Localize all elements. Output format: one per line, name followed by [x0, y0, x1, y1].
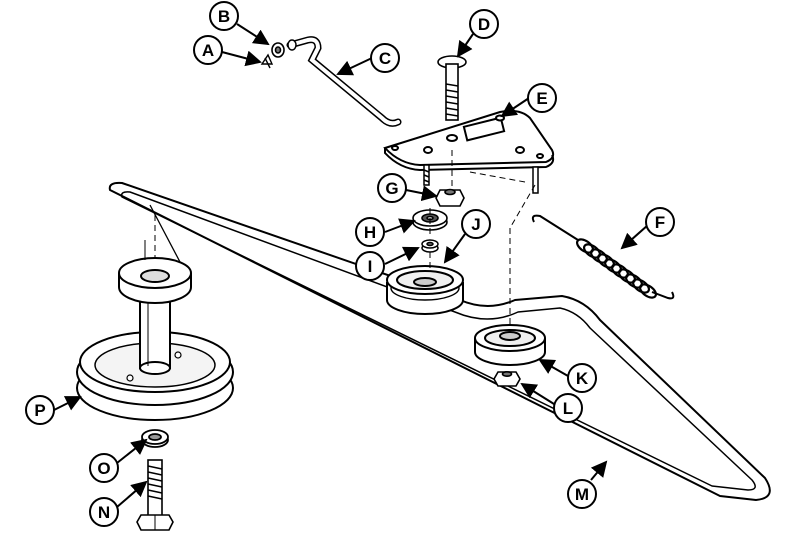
tension-spring-f	[531, 214, 675, 300]
callout-f-label: F	[655, 213, 665, 232]
callout-m-label: M	[575, 485, 589, 504]
callout-f: F	[645, 207, 675, 237]
callout-c-label: C	[379, 49, 391, 68]
callout-l-label: L	[563, 399, 573, 418]
idler-pulley-j	[386, 265, 464, 315]
callout-o-label: O	[97, 459, 110, 478]
spacer-i	[421, 239, 439, 253]
callout-p-label: P	[34, 401, 45, 420]
callout-j: J	[461, 209, 491, 239]
washer-o	[141, 429, 169, 448]
idler-pulley-k	[474, 324, 546, 366]
callout-a-label: A	[202, 41, 214, 60]
leader-lines	[53, 23, 649, 508]
idler-arm-rod	[286, 36, 402, 127]
callout-g: G	[377, 173, 407, 203]
hair-pin-clip	[260, 53, 274, 69]
callout-h: H	[355, 217, 385, 247]
callout-d-label: D	[478, 15, 490, 34]
callout-b-label: B	[218, 7, 230, 26]
callout-k: K	[567, 363, 597, 393]
callout-k-label: K	[576, 369, 589, 388]
washer-b	[271, 42, 285, 58]
callout-a: A	[193, 35, 223, 65]
callout-p: P	[25, 395, 55, 425]
callout-e: E	[527, 83, 557, 113]
callout-i: I	[355, 251, 385, 281]
callout-c: C	[370, 43, 400, 73]
spindle-pulley-assembly	[76, 240, 234, 421]
carriage-bolt-d	[437, 55, 467, 121]
callout-b: B	[209, 1, 239, 31]
callout-o: O	[89, 453, 119, 483]
nut-l	[493, 370, 521, 387]
plate-studs	[423, 164, 539, 194]
callout-i-label: I	[368, 257, 373, 276]
drive-belt	[108, 181, 771, 501]
bolt-n	[136, 459, 174, 531]
callout-h-label: H	[364, 223, 376, 242]
callout-j-label: J	[471, 215, 480, 234]
nut-g	[435, 188, 465, 207]
callout-n-label: N	[98, 503, 110, 522]
callout-n: N	[89, 497, 119, 527]
bracket-plate	[383, 109, 555, 172]
callout-m: M	[567, 479, 597, 509]
alignment-lines	[154, 150, 536, 326]
callout-e-label: E	[536, 89, 547, 108]
callout-l: L	[553, 393, 583, 423]
callout-d: D	[469, 9, 499, 39]
callout-g-label: G	[385, 179, 398, 198]
